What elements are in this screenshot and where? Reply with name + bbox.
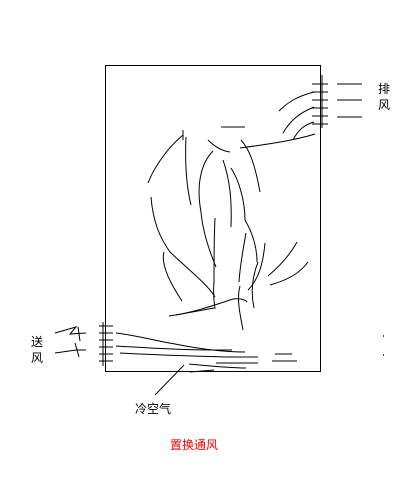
exhaust-vent xyxy=(312,75,328,128)
supply-vent xyxy=(99,322,113,366)
diagram-title: 置换通风 xyxy=(170,438,219,452)
exhaust-flow-arrows xyxy=(337,83,362,118)
warm-air-plume xyxy=(147,126,316,331)
cold-air-pointer xyxy=(154,364,185,396)
exhaust-flow-lines xyxy=(278,91,315,141)
supply-flow-arrows xyxy=(54,326,87,358)
edge-dots xyxy=(383,335,384,356)
exhaust-label: 排风 xyxy=(377,82,390,112)
cold-air-label: 冷空气 xyxy=(135,402,172,416)
room-outline xyxy=(105,65,321,372)
cold-air-flow xyxy=(115,332,297,373)
supply-label: 送风 xyxy=(30,335,43,365)
